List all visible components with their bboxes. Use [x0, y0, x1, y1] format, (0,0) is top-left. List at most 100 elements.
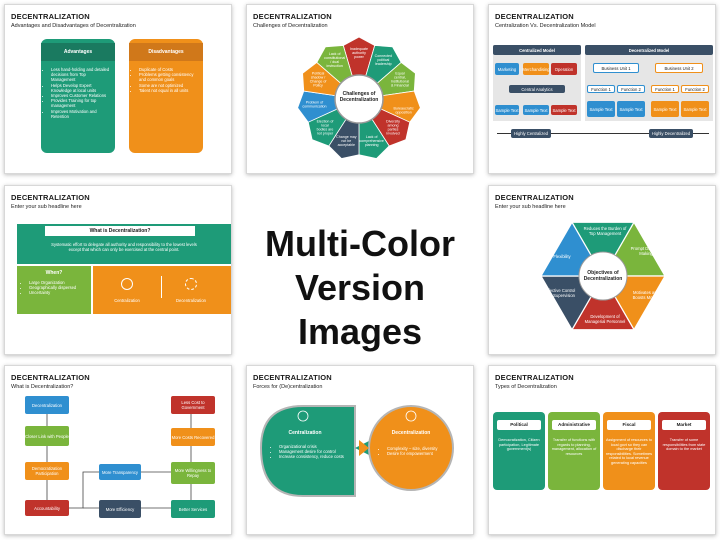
- slide-challenges[interactable]: DECENTRALIZATION Challenges of Decentral…: [246, 4, 474, 174]
- slide-subtitle: Challenges of Decentralization: [253, 23, 328, 29]
- list-item: Talent not equal in all units: [139, 88, 199, 93]
- forces-left-title: Centralization: [288, 430, 322, 436]
- slide-title: DECENTRALIZATION: [253, 373, 332, 382]
- decentral-sample: Sample Text: [651, 101, 679, 117]
- hex-segment-label: Motivates and Boosts Morale: [632, 290, 660, 301]
- flow-connectors: [46, 414, 192, 509]
- slide-advantages[interactable]: DECENTRALIZATION Advantages and Disadvan…: [4, 4, 232, 174]
- disadvantages-header-band: [129, 43, 203, 61]
- flow-box: More Costs Recovered: [171, 428, 215, 446]
- slide-forces[interactable]: DECENTRALIZATION Forces for (De)centrali…: [246, 365, 474, 535]
- scale-arrow-line: [497, 133, 709, 134]
- scale-left-label: Highly Centralized: [511, 129, 551, 138]
- list-item: Problems getting consistency and common …: [139, 72, 199, 82]
- central-top-marketing: Marketing: [495, 63, 519, 75]
- hex-segment-label: Flexibility: [553, 254, 571, 259]
- slide-subtitle: Enter your sub headline here: [11, 204, 82, 210]
- list-item: Improves Customer Relations: [51, 93, 111, 98]
- slide-objectives[interactable]: DECENTRALIZATION Enter your sub headline…: [488, 185, 716, 355]
- function-box: Function 1: [651, 85, 679, 93]
- forces-left-list: Organizational crisis Management desire …: [279, 444, 345, 460]
- center-title: Multi-Color Version Images: [244, 222, 476, 354]
- flow-box: Accountability: [25, 500, 69, 516]
- type-card-title: Fiscal: [607, 420, 651, 430]
- slide-what-is[interactable]: DECENTRALIZATION Enter your sub headline…: [4, 185, 232, 355]
- flow-box: More Willingness to Repay: [171, 462, 215, 484]
- central-sample: Sample Text: [523, 105, 549, 115]
- central-top-merchandising: Merchandising: [522, 63, 550, 75]
- center-title-line1: Multi-Color: [265, 223, 455, 264]
- central-sample: Sample Text: [495, 105, 519, 115]
- list-item: Improves Motivation and Retention: [51, 109, 111, 119]
- slide-models[interactable]: DECENTRALIZATION Centralization Vs. Dece…: [488, 4, 716, 174]
- disadvantages-list: Duplicate of Costs Problems getting cons…: [139, 67, 199, 93]
- decentral-sample: Sample Text: [681, 101, 709, 117]
- when-list: Large Organization Geographically disper…: [29, 280, 89, 296]
- what-title: What is Decentralization?: [89, 228, 151, 234]
- central-model-header: Centralized Model: [493, 45, 581, 55]
- hex-center: [578, 251, 628, 301]
- slide-title: DECENTRALIZATION: [495, 193, 574, 202]
- wheel-center: [334, 74, 384, 124]
- icon1-label: Centralization: [114, 298, 140, 303]
- slide-subtitle: Advantages and Disadvantages of Decentra…: [11, 23, 136, 29]
- list-item: Desire for empowerment: [387, 451, 439, 456]
- forces-shapes: [259, 405, 454, 497]
- decentralization-icon: [185, 278, 197, 290]
- advantages-list: Less hand-holding and detailed decisions…: [51, 67, 111, 119]
- list-item: Large Organization: [29, 280, 89, 285]
- list-item: Duplicate of Costs: [139, 67, 199, 72]
- slide-subtitle: What is Decentralization?: [11, 384, 74, 390]
- decentral-sample: Sample Text: [587, 101, 615, 117]
- function-box: Function 2: [681, 85, 709, 93]
- list-item: Provides Training for top management: [51, 98, 111, 108]
- decentral-sample: Sample Text: [617, 101, 645, 117]
- list-item: Organizational crisis: [279, 444, 345, 449]
- list-item: Uncertainty: [29, 290, 89, 295]
- type-card-title: Market: [662, 420, 706, 430]
- hex-segment-label: Development of Managerial Personnel: [584, 314, 626, 325]
- advantages-header: Advantages: [63, 49, 93, 55]
- type-card-title: Administrative: [552, 420, 596, 430]
- slide-types[interactable]: DECENTRALIZATION Types of Decentralizati…: [488, 365, 716, 535]
- function-box: Function 1: [587, 85, 615, 93]
- wheel-center-label: Challenges of Decentralization: [339, 91, 379, 103]
- type-card-text: Democratization, Citizen participation, …: [498, 438, 540, 452]
- hex-center-label: Objectives of Decentralization: [583, 270, 623, 282]
- flow-box: More Efficiency: [99, 500, 141, 518]
- slide-subtitle: Types of Decentralization: [495, 384, 557, 390]
- list-item: Helps Develop Expert Knowledge at local …: [51, 83, 111, 93]
- what-title-tab: [45, 226, 195, 236]
- slide-title: DECENTRALIZATION: [253, 12, 332, 21]
- decentral-model-header: Decentralized Model: [585, 45, 713, 55]
- flow-box: Better Services: [171, 500, 215, 518]
- icon2-label: Decentralization: [175, 298, 207, 303]
- centralization-icon: [121, 278, 133, 290]
- slide-title: DECENTRALIZATION: [11, 12, 90, 21]
- central-sample: Sample Text: [551, 105, 577, 115]
- slide-flow[interactable]: DECENTRALIZATION What is Decentralizatio…: [4, 365, 232, 535]
- what-text: Systematic effort to delegate all author…: [51, 242, 197, 253]
- function-box: Function 2: [617, 85, 645, 93]
- flow-box: Democratization Participation: [25, 462, 69, 480]
- divider: [161, 276, 162, 298]
- when-title: When?: [45, 270, 63, 276]
- forces-right-title: Decentralization: [391, 430, 431, 436]
- flow-box: Closer Link with People: [25, 426, 69, 446]
- slide-title: DECENTRALIZATION: [495, 373, 574, 382]
- central-analytics: Central Analytics: [509, 85, 565, 93]
- type-card-text: Assignment of resources to local govt so…: [606, 438, 653, 465]
- hex-segment-label: Effective Control and Supervision: [544, 288, 576, 299]
